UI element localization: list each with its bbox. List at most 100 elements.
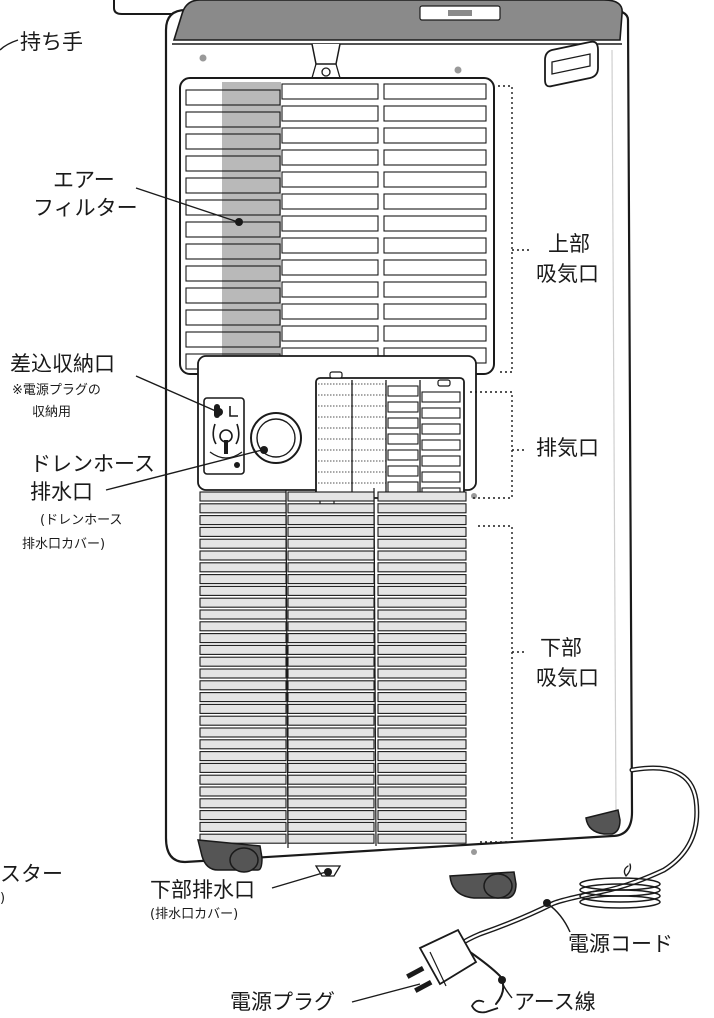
- grille-slat: [377, 739, 467, 750]
- grille-slat: [287, 621, 375, 632]
- grille-slat: [199, 739, 287, 750]
- grille-slat: [287, 609, 375, 620]
- power-plug-label: 電源プラグ: [230, 990, 335, 1014]
- grille-slat: [383, 149, 487, 166]
- grille-slat: [199, 727, 287, 738]
- grille-slat: [387, 401, 419, 413]
- grille-slat: [377, 526, 467, 537]
- grille-slat: [287, 680, 375, 691]
- grille-slat: [199, 656, 287, 667]
- grille-slat: [199, 550, 287, 561]
- lower-intake-grille: [199, 487, 467, 849]
- storage-slot-label: 差込収納口: [10, 352, 115, 376]
- grille-slat: [281, 83, 379, 100]
- grille-slat: [287, 503, 375, 514]
- handle-icon: [544, 40, 599, 88]
- grille-slat: [199, 503, 287, 514]
- grille-slat: [287, 491, 375, 502]
- grille-slat: [383, 127, 487, 144]
- grille-slat: [377, 810, 467, 821]
- grille-slat: [377, 833, 467, 844]
- grille-slat: [287, 585, 375, 596]
- bottom-drain-label: 下部排水口: [150, 878, 255, 902]
- drain-port-icon: [250, 412, 302, 464]
- grille-slat: [281, 281, 379, 298]
- grille-slat: [185, 265, 281, 282]
- grille-slat: [421, 439, 461, 451]
- grille-slat: [199, 774, 287, 785]
- ground-wire-label: アース線: [514, 990, 596, 1014]
- grille-slat: [281, 171, 379, 188]
- grille-slat: [287, 526, 375, 537]
- grille-slat: [287, 798, 375, 809]
- grille-slat: [185, 155, 281, 172]
- grille-slat: [199, 833, 287, 844]
- grille-slat: [185, 111, 281, 128]
- grille-slat: [199, 715, 287, 726]
- air-filter-label-line1: エアー: [53, 168, 115, 192]
- grille-slat: [377, 692, 467, 703]
- grille-slat: [287, 597, 375, 608]
- grille-slat: [281, 303, 379, 320]
- grille-slat: [383, 105, 487, 122]
- grille-slat: [199, 633, 287, 644]
- air-filter-label-line2: フィルター: [33, 196, 138, 220]
- grille-slat: [383, 237, 487, 254]
- grille-slat: [199, 644, 287, 655]
- handle-label: 持ち手: [20, 30, 83, 54]
- grille-slat: [199, 562, 287, 573]
- top-panel: [172, 0, 623, 41]
- grille-slat: [383, 83, 487, 100]
- grille-slat: [421, 471, 461, 483]
- grille-slat: [287, 703, 375, 714]
- grille-slat: [287, 633, 375, 644]
- grille-slat: [185, 221, 281, 238]
- grille-slat: [377, 562, 467, 573]
- lower-intake-label-line1: 下部: [540, 636, 582, 660]
- grille-slat: [377, 574, 467, 585]
- grille-slat: [377, 538, 467, 549]
- grille-slat: [199, 680, 287, 691]
- grille-slat: [287, 715, 375, 726]
- grille-slat: [185, 177, 281, 194]
- power-cord-label: 電源コード: [568, 932, 673, 956]
- grille-slat: [377, 644, 467, 655]
- outlet-icon: [203, 397, 245, 475]
- grille-slat: [199, 526, 287, 537]
- grille-slat: [281, 259, 379, 276]
- grille-slat: [377, 515, 467, 526]
- grille-slat: [421, 391, 461, 403]
- grille-slat: [287, 810, 375, 821]
- grille-slat: [377, 503, 467, 514]
- grille-slat: [287, 574, 375, 585]
- power-cord: [437, 765, 700, 1005]
- grille-slat: [287, 515, 375, 526]
- grille-slat: [377, 491, 467, 502]
- grille-slat: [377, 680, 467, 691]
- grille-slat: [287, 538, 375, 549]
- grille-slat: [199, 515, 287, 526]
- upper-intake-label-line2: 吸気口: [536, 262, 599, 286]
- drain-hose-cover-line1: (ドレンホース: [40, 513, 123, 528]
- bottom-drain-cover-label: (排水口カバー): [150, 907, 239, 922]
- grille-slat: [281, 325, 379, 342]
- caster-label-line1: スター: [0, 862, 63, 886]
- rear-middle-panel: [197, 355, 477, 524]
- grille-slat: [185, 133, 281, 150]
- ground-terminal-icon: [470, 999, 499, 1014]
- caster-label-line2: ): [0, 891, 6, 906]
- grille-slat: [377, 585, 467, 596]
- grille-slat: [185, 89, 281, 106]
- grille-slat: [281, 149, 379, 166]
- grille-slat: [199, 609, 287, 620]
- grille-slat: [377, 751, 467, 762]
- grille-slat: [199, 597, 287, 608]
- grille-slat: [383, 303, 487, 320]
- upper-intake-grille: [179, 77, 495, 375]
- grille-slat: [287, 692, 375, 703]
- leader-lines: [0, 39, 571, 1003]
- grille-slat: [377, 703, 467, 714]
- grille-slat: [281, 105, 379, 122]
- grille-slat: [287, 751, 375, 762]
- grille-slat: [287, 786, 375, 797]
